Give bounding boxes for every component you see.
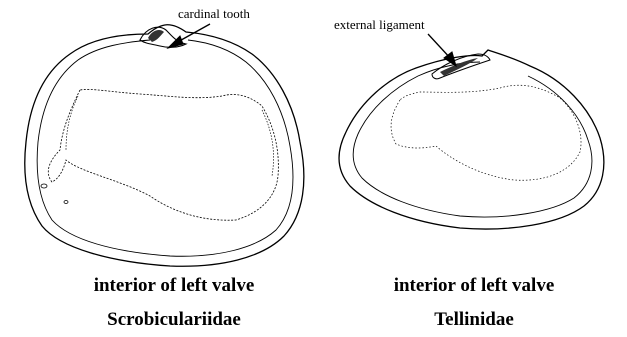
scrobiculariidae-shell bbox=[25, 25, 304, 267]
cardinal-tooth-label: cardinal tooth bbox=[178, 6, 250, 21]
right-caption-line2: Tellinidae bbox=[344, 309, 604, 331]
right-shell-ligament-fill bbox=[440, 58, 478, 76]
left-shell-muscle-scar-b bbox=[262, 110, 274, 176]
left-shell-inner-margin bbox=[37, 40, 293, 256]
right-shell-inner-margin bbox=[353, 62, 592, 217]
right-shell-outline bbox=[339, 50, 604, 229]
left-shell-pallial-line bbox=[48, 89, 278, 220]
external-ligament-arrow bbox=[428, 34, 456, 66]
external-ligament-label: external ligament bbox=[334, 17, 425, 32]
left-shell-pit-2 bbox=[64, 201, 68, 204]
left-shell-muscle-scar-a bbox=[66, 96, 78, 150]
left-shell-pit-1 bbox=[41, 184, 47, 188]
left-shell-outline bbox=[25, 25, 304, 267]
cardinal-tooth-arrow bbox=[168, 24, 210, 48]
left-caption-line2: Scrobiculariidae bbox=[44, 309, 304, 331]
right-caption-line1: interior of left valve bbox=[344, 275, 604, 297]
right-shell-pallial-line bbox=[391, 85, 581, 180]
left-caption-line1: interior of left valve bbox=[44, 275, 304, 297]
tellinidae-shell bbox=[339, 50, 604, 229]
